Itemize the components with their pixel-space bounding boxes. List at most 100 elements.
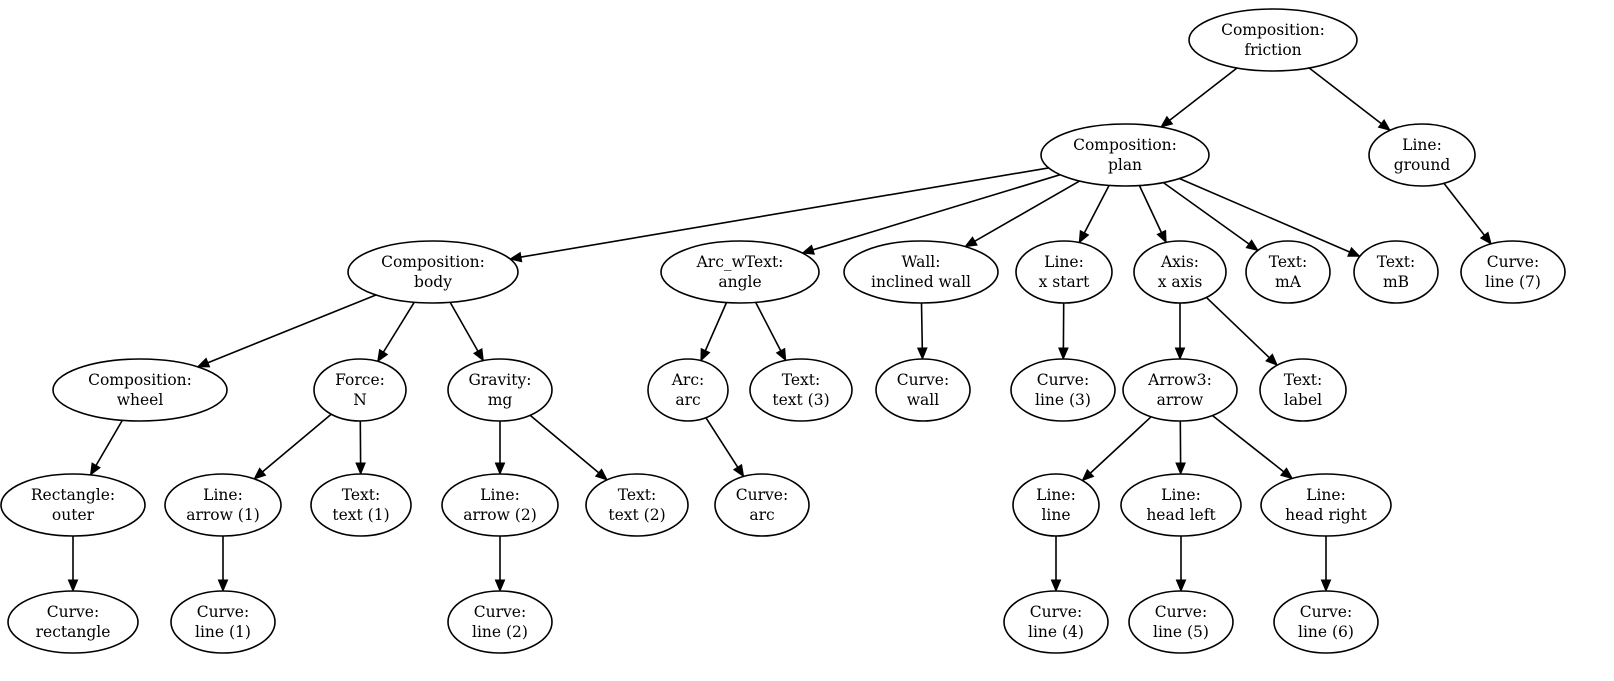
graph-edge [705, 417, 739, 468]
graph-node-gravity[interactable]: Gravity:mg [447, 358, 553, 422]
node-ellipse-text3[interactable] [749, 358, 853, 422]
node-ellipse-mB[interactable] [1353, 240, 1439, 304]
node-label-name-headleft: head left [1146, 506, 1216, 524]
node-ellipse-arrow2[interactable] [441, 473, 559, 537]
node-ellipse-plan[interactable] [1040, 123, 1210, 187]
node-ellipse-mA[interactable] [1245, 240, 1331, 304]
node-ellipse-curveline2[interactable] [447, 590, 553, 654]
graph-node-xaxis[interactable]: Axis:x axis [1133, 240, 1227, 304]
node-ellipse-xstart[interactable] [1015, 240, 1113, 304]
node-label-name-arrow1: arrow (1) [186, 506, 260, 524]
node-ellipse-curveline5[interactable] [1128, 590, 1234, 654]
graph-node-friction[interactable]: Composition:friction [1188, 8, 1358, 72]
node-ellipse-xaxis[interactable] [1133, 240, 1227, 304]
node-ellipse-curveline4[interactable] [1003, 590, 1109, 654]
graph-node-body[interactable]: Composition:body [347, 240, 519, 304]
node-label-type-headright: Line: [1306, 486, 1346, 504]
node-ellipse-forceN[interactable] [313, 358, 407, 422]
graph-node-mB[interactable]: Text:mB [1353, 240, 1439, 304]
graph-edge [1211, 414, 1285, 473]
node-label-name-wheel: wheel [117, 391, 164, 409]
node-ellipse-curvewall[interactable] [875, 358, 971, 422]
arrowhead-icon [1078, 229, 1090, 244]
node-ellipse-gravity[interactable] [447, 358, 553, 422]
graph-node-curveline2[interactable]: Curve:line (2) [447, 590, 553, 654]
node-label-type-arrow3: Arrow3: [1147, 371, 1212, 389]
graph-node-text1[interactable]: Text:text (1) [310, 473, 412, 537]
graph-node-lineline[interactable]: Line:line [1012, 473, 1100, 537]
node-ellipse-curveline1[interactable] [170, 590, 276, 654]
graph-edge [1089, 416, 1152, 474]
node-ellipse-rectouter[interactable] [0, 473, 146, 537]
arrowhead-icon [196, 357, 211, 368]
node-ellipse-arrow3[interactable] [1122, 358, 1238, 422]
node-ellipse-lineline[interactable] [1012, 473, 1100, 537]
node-label-name-arc: arc [675, 391, 700, 409]
graph-node-label[interactable]: Text:label [1259, 358, 1347, 422]
arrowhead-icon [89, 462, 101, 477]
graph-node-xstart[interactable]: Line:x start [1015, 240, 1113, 304]
node-ellipse-line3[interactable] [1010, 358, 1116, 422]
graph-node-text3[interactable]: Text:text (3) [749, 358, 853, 422]
node-label-name-curveline1: line (1) [195, 623, 251, 641]
graph-node-wheel[interactable]: Composition: wheel [52, 358, 228, 422]
graph-node-arc[interactable]: Arc:arc [647, 358, 729, 422]
node-label-name-wall: inclined wall [871, 273, 971, 291]
node-ellipse-text1[interactable] [310, 473, 412, 537]
node-label-type-ground: Line: [1402, 136, 1442, 154]
node-label-type-wheel: Composition: [88, 371, 192, 389]
node-ellipse-headleft[interactable] [1120, 473, 1242, 537]
node-label-type-label: Text: [1284, 371, 1323, 389]
node-label-name-curveline4: line (4) [1028, 623, 1084, 641]
graph-edge [95, 419, 123, 466]
graph-node-forceN[interactable]: Force:N [313, 358, 407, 422]
node-ellipse-line7[interactable] [1460, 240, 1566, 304]
node-ellipse-ground[interactable] [1368, 123, 1476, 187]
node-label-type-curverect: Curve: [47, 603, 99, 621]
edges-layer [67, 67, 1492, 593]
node-ellipse-curvearc[interactable] [714, 473, 810, 537]
node-ellipse-text2[interactable] [585, 473, 689, 537]
node-ellipse-body[interactable] [347, 240, 519, 304]
arrowhead-icon [732, 463, 745, 478]
graph-node-arrow2[interactable]: Line:arrow (2) [441, 473, 559, 537]
graph-node-plan[interactable]: Composition:plan [1040, 123, 1210, 187]
node-ellipse-curveline6[interactable] [1273, 590, 1379, 654]
node-label-name-ground: ground [1394, 156, 1451, 174]
graph-node-curverect[interactable]: Curve:rectangle [7, 590, 139, 654]
graph-node-line7[interactable]: Curve:line (7) [1460, 240, 1566, 304]
graph-node-text2[interactable]: Text:text (2) [585, 473, 689, 537]
graph-node-curvearc[interactable]: Curve:arc [714, 473, 810, 537]
graph-node-curveline6[interactable]: Curve:line (6) [1273, 590, 1379, 654]
graph-edge [520, 167, 1049, 258]
graph-node-line3[interactable]: Curve:line (3) [1010, 358, 1116, 422]
graph-node-mA[interactable]: Text:mA [1245, 240, 1331, 304]
graph-node-curveline1[interactable]: Curve:line (1) [170, 590, 276, 654]
graph-node-wall[interactable]: Wall:inclined wall [843, 240, 999, 304]
graph-node-headright[interactable]: Line:head right [1260, 473, 1392, 537]
graph-node-arrow3[interactable]: Arrow3:arrow [1122, 358, 1238, 422]
node-ellipse-friction[interactable] [1188, 8, 1358, 72]
graph-edge [974, 180, 1080, 242]
arrowhead-icon [1347, 246, 1361, 257]
graph-node-curveline5[interactable]: Curve:line (5) [1128, 590, 1234, 654]
graph-node-curvewall[interactable]: Curve:wall [875, 358, 971, 422]
graph-node-curveline4[interactable]: Curve:line (4) [1003, 590, 1109, 654]
node-ellipse-label[interactable] [1259, 358, 1347, 422]
node-label-name-arrow2: arrow (2) [463, 506, 537, 524]
graph-node-rectouter[interactable]: Rectangle:outer [0, 473, 146, 537]
node-ellipse-arrow1[interactable] [164, 473, 282, 537]
node-ellipse-arc[interactable] [647, 358, 729, 422]
node-ellipse-curverect[interactable] [7, 590, 139, 654]
graph-node-arrow1[interactable]: Line:arrow (1) [164, 473, 282, 537]
node-label-name-mA: mA [1275, 273, 1302, 291]
node-ellipse-headright[interactable] [1260, 473, 1392, 537]
node-ellipse-wheel[interactable] [52, 358, 228, 422]
graph-node-ground[interactable]: Line: ground [1368, 123, 1476, 187]
node-label-type-curvearc: Curve: [736, 486, 788, 504]
graph-edge [1308, 67, 1382, 125]
graph-node-angle[interactable]: Arc_wText:angle [660, 240, 820, 304]
node-ellipse-wall[interactable] [843, 240, 999, 304]
node-ellipse-angle[interactable] [660, 240, 820, 304]
graph-node-headleft[interactable]: Line:head left [1120, 473, 1242, 537]
